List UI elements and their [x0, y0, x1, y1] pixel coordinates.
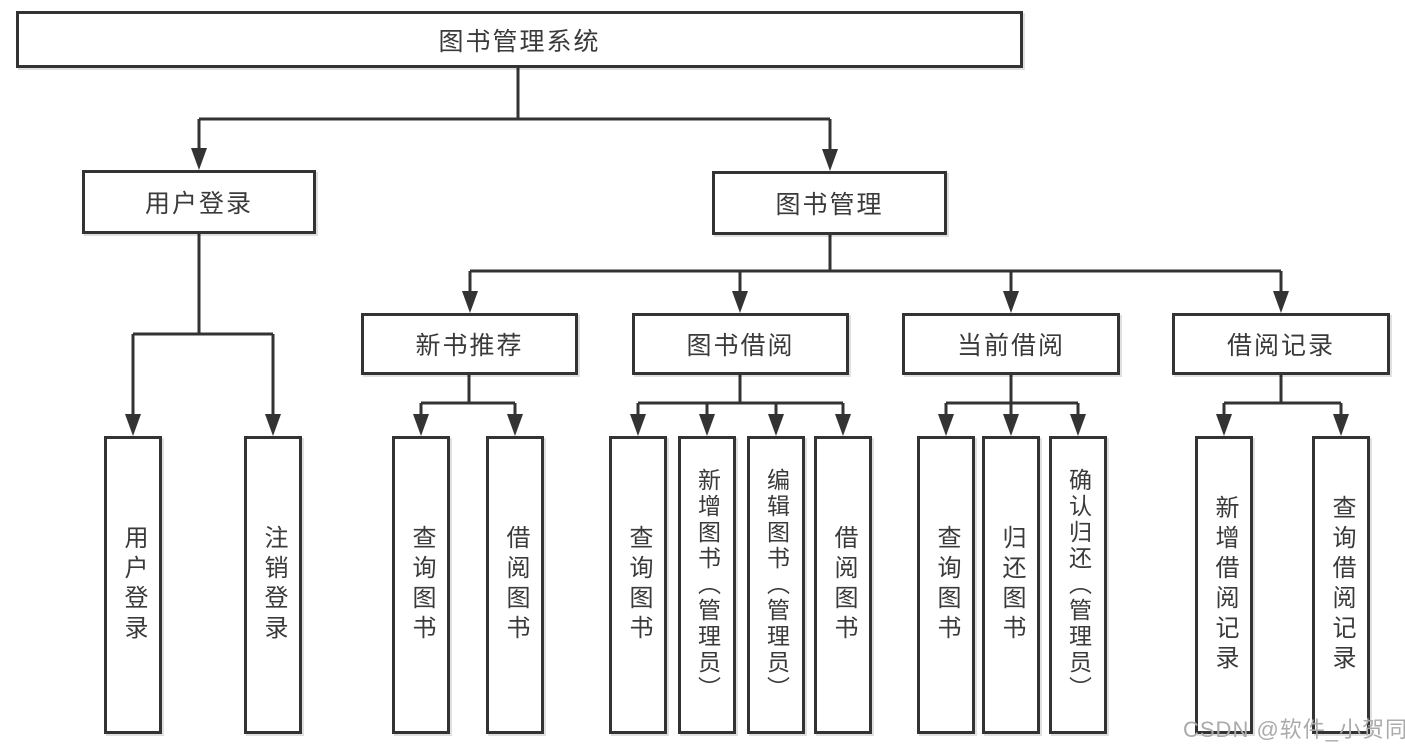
node-label: 新书推荐 [415, 332, 524, 360]
node-borrow-records: 借阅记录 [1172, 313, 1390, 375]
leaf-confirm-return-admin: 确认归还（管理员） [1049, 436, 1107, 734]
leaf-label: 借阅图书 [830, 525, 857, 645]
leaf-borrow-books-recommend: 借阅图书 [486, 436, 544, 734]
leaf-query-books-borrow: 查询图书 [609, 436, 667, 734]
leaf-query-books-current: 查询图书 [917, 436, 975, 734]
node-current-borrow: 当前借阅 [902, 313, 1120, 375]
leaf-label: 编辑图书（管理员） [763, 468, 790, 702]
leaf-edit-book-admin: 编辑图书（管理员） [747, 436, 805, 734]
node-label: 图书管理系统 [438, 27, 601, 56]
leaf-user-login: 用户登录 [104, 436, 162, 734]
leaf-logout: 注销登录 [244, 436, 302, 734]
node-label: 用户登录 [144, 190, 253, 218]
node-user-login: 用户登录 [82, 170, 316, 234]
node-new-book-recommend: 新书推荐 [361, 313, 578, 375]
leaf-label: 确认归还（管理员） [1065, 468, 1092, 702]
node-label: 借阅记录 [1226, 332, 1335, 360]
leaf-query-books-recommend: 查询图书 [392, 436, 450, 734]
leaf-borrow-books: 借阅图书 [814, 436, 872, 734]
leaf-label: 借阅图书 [502, 525, 529, 645]
leaf-label: 新增借阅记录 [1211, 495, 1238, 675]
node-book-management: 图书管理 [712, 171, 947, 235]
node-label: 图书管理 [775, 191, 884, 219]
leaf-label: 归还图书 [998, 525, 1025, 645]
leaf-label: 用户登录 [120, 525, 147, 645]
leaf-add-book-admin: 新增图书（管理员） [678, 436, 736, 734]
leaf-add-borrow-record: 新增借阅记录 [1195, 436, 1253, 734]
node-library-system: 图书管理系统 [16, 11, 1023, 68]
leaf-label: 查询借阅记录 [1328, 495, 1355, 675]
leaf-label: 查询图书 [625, 525, 652, 645]
node-label: 图书借阅 [686, 332, 795, 360]
leaf-label: 查询图书 [408, 525, 435, 645]
watermark: CSDN @软件_小贺同学 [1183, 717, 1405, 742]
leaf-query-borrow-record: 查询借阅记录 [1312, 436, 1370, 734]
node-label: 当前借阅 [956, 332, 1065, 360]
leaf-label: 查询图书 [933, 525, 960, 645]
leaf-label: 注销登录 [260, 525, 287, 645]
node-book-borrow: 图书借阅 [632, 313, 849, 375]
leaf-return-book: 归还图书 [982, 436, 1040, 734]
leaf-label: 新增图书（管理员） [694, 468, 721, 702]
